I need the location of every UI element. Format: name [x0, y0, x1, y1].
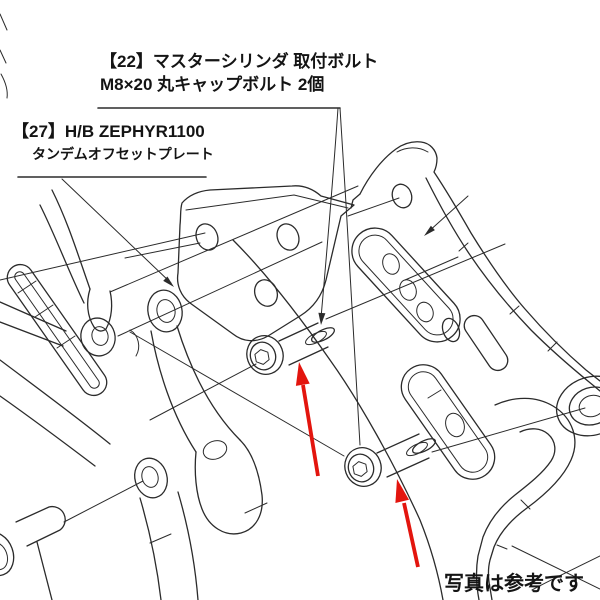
j-hook [475, 397, 576, 600]
edge-marks [0, 13, 8, 99]
leader-bracket [426, 195, 469, 234]
right-boss [555, 375, 600, 437]
upper-kidney-slot [351, 227, 461, 343]
label-part-22-line2: M8×20 丸キャップボルト 2個 [100, 75, 325, 94]
plate-hole [253, 279, 279, 307]
leader-22-to-bolt-2 [339, 107, 361, 446]
plate-hole [195, 223, 219, 251]
bolt-1-tip [310, 327, 336, 343]
bracket-hole [441, 317, 461, 343]
mid-plate [176, 185, 355, 342]
leader-27 [61, 178, 172, 284]
bolt-2-tip [411, 438, 437, 454]
leader-22-to-bolt-1 [320, 107, 339, 319]
spacer-boss [80, 317, 140, 357]
bolt-2 [344, 433, 437, 487]
label-part-22: 【22】マスターシリンダ 取付ボルト M8×20 丸キャップボルト 2個 [100, 50, 378, 96]
slender-link [6, 263, 108, 397]
bolt-1-hex-socket [254, 349, 270, 365]
bolt-2-hex-socket [352, 461, 368, 477]
leader-arrowhead [163, 276, 174, 287]
bolt-1 [246, 322, 336, 375]
leader-arrowhead [318, 312, 326, 325]
leader-arrowhead [424, 225, 435, 236]
label-part-22-line1: 【22】マスターシリンダ 取付ボルト [100, 52, 379, 71]
banana-slot [463, 314, 509, 372]
bolt-1-head [246, 335, 284, 375]
lower-kidney-slot [400, 364, 496, 480]
label-part-27-line1: 【27】H/B ZEPHYR1100 [12, 122, 205, 141]
bottom-left-bolt [0, 505, 66, 577]
red-arrow-1 [295, 362, 320, 477]
bolt-2-head [344, 447, 382, 487]
photo-reference-caption: 写真は参考です [444, 573, 584, 595]
leader-lines [17, 107, 469, 446]
left-assembly [0, 189, 268, 600]
plate-hole [276, 223, 300, 251]
right-bracket [232, 141, 600, 600]
rod-arm [147, 289, 268, 535]
axis-lines [0, 185, 586, 523]
lower-arm [0, 359, 199, 600]
label-part-27: 【27】H/B ZEPHYR1100 タンデムオフセットプレート [12, 120, 214, 166]
bracket-hole [391, 183, 413, 209]
red-arrow-2 [395, 479, 420, 568]
label-part-27-line2: タンデムオフセットプレート [32, 146, 214, 162]
